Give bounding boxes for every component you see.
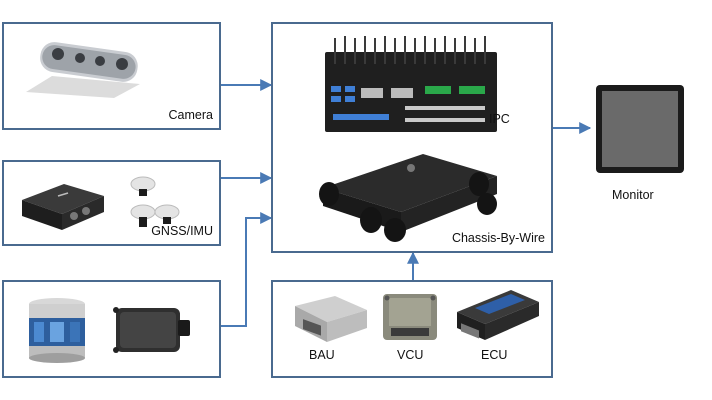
bau-label: BAU	[309, 348, 335, 362]
ipc-label: IPC	[489, 112, 510, 126]
radar-image	[113, 307, 190, 353]
camera-image	[26, 42, 140, 98]
ecu-image	[457, 290, 539, 340]
gnss-imu-panel: GNSS/IMU	[2, 160, 221, 246]
chassis-image	[319, 154, 497, 242]
chassis-label: Chassis-By-Wire	[451, 231, 545, 245]
ipc-chassis-panel: IPC Chassis-By-Wire	[271, 22, 553, 253]
ipc-image	[325, 36, 497, 132]
camera-panel: Camera	[2, 22, 221, 130]
camera-label: Camera	[168, 108, 213, 122]
lidar-image	[29, 298, 85, 363]
bau-image	[295, 296, 367, 342]
imu-box-image	[22, 184, 104, 230]
monitor-label: Monitor	[612, 188, 654, 202]
gnss-antenna-side-image	[154, 204, 180, 224]
gnss-antenna-bottom-image	[130, 204, 156, 227]
gnss-antenna-top-image	[130, 176, 156, 196]
ecu-label: ECU	[481, 348, 508, 362]
vcu-image	[383, 294, 437, 340]
monitor-image	[596, 85, 684, 173]
gnss-imu-label: GNSS/IMU	[151, 224, 213, 238]
lidar-radar-panel	[2, 280, 221, 378]
vcu-label: VCU	[397, 348, 424, 362]
ecus-panel: BAU VCU ECU	[271, 280, 553, 378]
arrow-lidar-to-ipc	[221, 212, 273, 327]
